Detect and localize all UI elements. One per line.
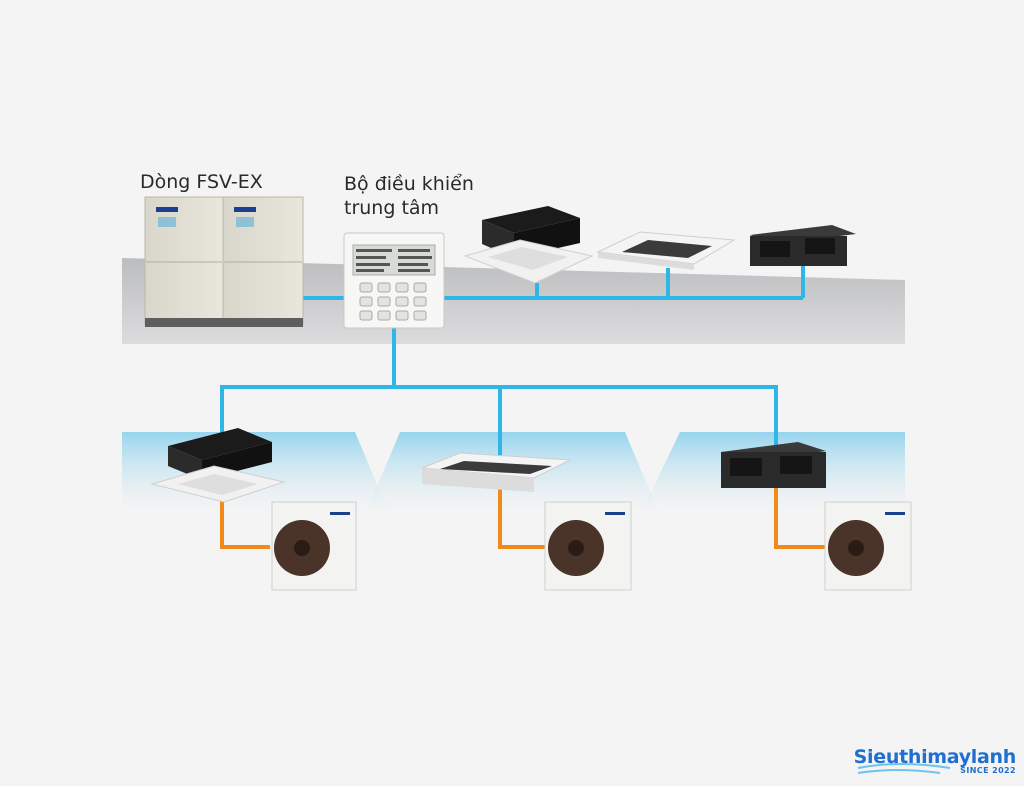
outdoor-series-label: Dòng FSV-EX	[140, 171, 263, 193]
vrf-outdoor-unit	[144, 196, 304, 327]
central-controller-label: Bộ điều khiển trung tâm	[344, 172, 474, 220]
cassette-unit-upper	[463, 206, 594, 284]
ducted-unit-upper	[750, 225, 856, 266]
central-controller	[343, 232, 445, 329]
ducted-unit-lower	[721, 442, 826, 488]
watermark-logo: Sieuthimaylanh SINCE 2022	[853, 746, 1017, 775]
network-lines	[220, 262, 805, 460]
watermark-since: SINCE 2022	[960, 766, 1016, 775]
ceiling-suspended-unit-lower	[421, 452, 572, 492]
controller-label-line2: trung tâm	[344, 197, 440, 219]
outdoor-unit-right	[824, 501, 912, 591]
watermark-name: Sieuthimaylanh	[853, 746, 1017, 768]
ceiling-suspended-unit-upper	[596, 231, 736, 270]
watermark-wave	[857, 763, 951, 774]
outdoor-unit-middle	[544, 501, 632, 591]
upper-floor	[122, 258, 905, 344]
refrigerant-lines	[220, 488, 825, 549]
outdoor-unit-left	[271, 501, 357, 591]
controller-label-line1: Bộ điều khiển	[344, 173, 474, 195]
cassette-unit-lower	[150, 428, 286, 503]
